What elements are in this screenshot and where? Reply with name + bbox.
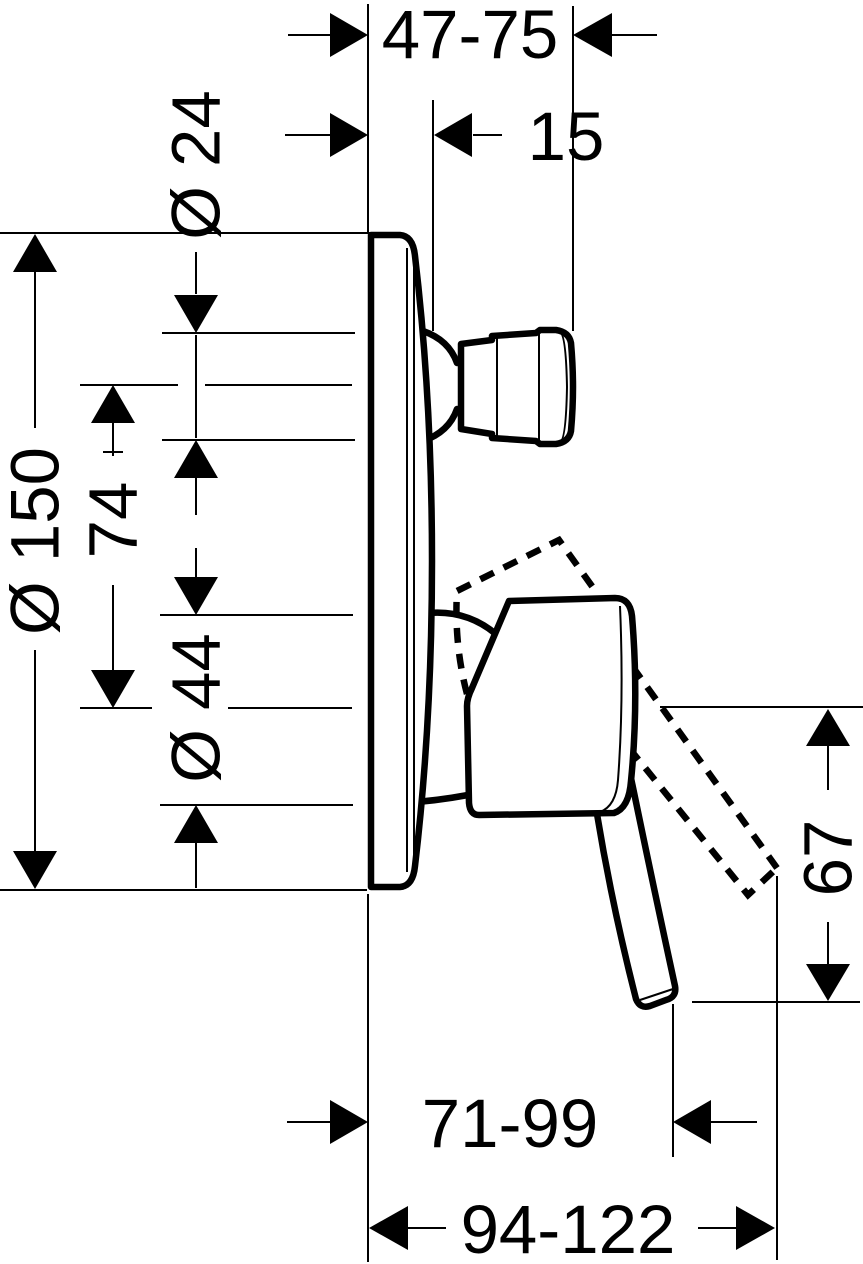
spigot-body xyxy=(457,326,577,448)
hub-face-line xyxy=(599,605,623,813)
arrowhead-up-icon xyxy=(13,234,57,272)
dim-label-sleeve-diameter: 74 xyxy=(75,482,152,559)
arrowhead-right-icon xyxy=(330,1100,368,1144)
dimension-hub-diameter: Ø 44 xyxy=(158,548,235,888)
arrowhead-down-icon xyxy=(174,577,218,615)
dim-label-install-depth: 47-75 xyxy=(382,0,558,73)
arrowhead-down-icon xyxy=(13,851,57,889)
dim-label-plate-projection: 15 xyxy=(528,98,605,175)
arrowhead-down-icon xyxy=(806,964,850,1001)
dimension-install-depth: 47-75 xyxy=(288,0,657,73)
handle-dashed-position xyxy=(453,535,780,900)
dim-label-spigot-diameter: Ø 24 xyxy=(158,90,235,240)
dimension-lever-drop: 67 xyxy=(790,709,863,1001)
arrowhead-right-icon xyxy=(330,113,368,157)
arrowhead-left-icon xyxy=(369,1206,408,1250)
dimension-lever-projection: 71-99 xyxy=(287,1085,757,1162)
dashed-hub-outline xyxy=(453,535,597,695)
lever-body xyxy=(593,774,679,1010)
escutcheon-plate xyxy=(367,231,436,891)
arrowhead-right-icon xyxy=(736,1206,775,1250)
dim-label-total-projection: 94-122 xyxy=(461,1191,676,1264)
lever-tip-face-line xyxy=(639,988,674,1001)
arrowhead-down-icon xyxy=(91,670,135,708)
dimension-plate-diameter: Ø 150 xyxy=(0,234,74,889)
dim-label-plate-diameter: Ø 150 xyxy=(0,447,74,635)
arrowhead-up-icon xyxy=(174,805,218,843)
mixer-fixture xyxy=(367,231,780,1010)
arrowhead-right-icon xyxy=(330,13,368,57)
dim-label-hub-diameter: Ø 44 xyxy=(158,633,235,783)
dashed-lever-bottom-edge xyxy=(626,745,780,900)
handle-hub xyxy=(463,594,639,819)
arrowhead-down-icon xyxy=(174,295,218,333)
handle-lever xyxy=(593,774,679,1010)
dim-label-lever-projection: 71-99 xyxy=(422,1085,598,1162)
arrowhead-up-icon xyxy=(174,440,218,478)
arrowhead-up-icon xyxy=(806,709,850,746)
spigot-neck-top xyxy=(419,327,461,367)
extension-lines xyxy=(0,4,863,1262)
spigot-end-cap-line xyxy=(559,331,569,443)
plate-body xyxy=(367,231,436,891)
dim-label-lever-drop: 67 xyxy=(790,820,863,897)
hub-body xyxy=(463,594,639,819)
arrowhead-left-icon xyxy=(673,1100,711,1144)
sleeve-top-arc xyxy=(425,609,501,639)
arrowhead-up-icon xyxy=(91,385,135,423)
dimension-plate-projection: 15 xyxy=(285,98,604,175)
spigot xyxy=(419,326,577,448)
dimension-total-projection: 94-122 xyxy=(369,1191,775,1264)
dimension-spigot-diameter: Ø 24 xyxy=(158,90,235,515)
arrowhead-left-icon xyxy=(434,113,472,157)
dimension-sleeve-diameter: 74 xyxy=(75,385,152,708)
arrowhead-left-icon xyxy=(573,13,612,57)
